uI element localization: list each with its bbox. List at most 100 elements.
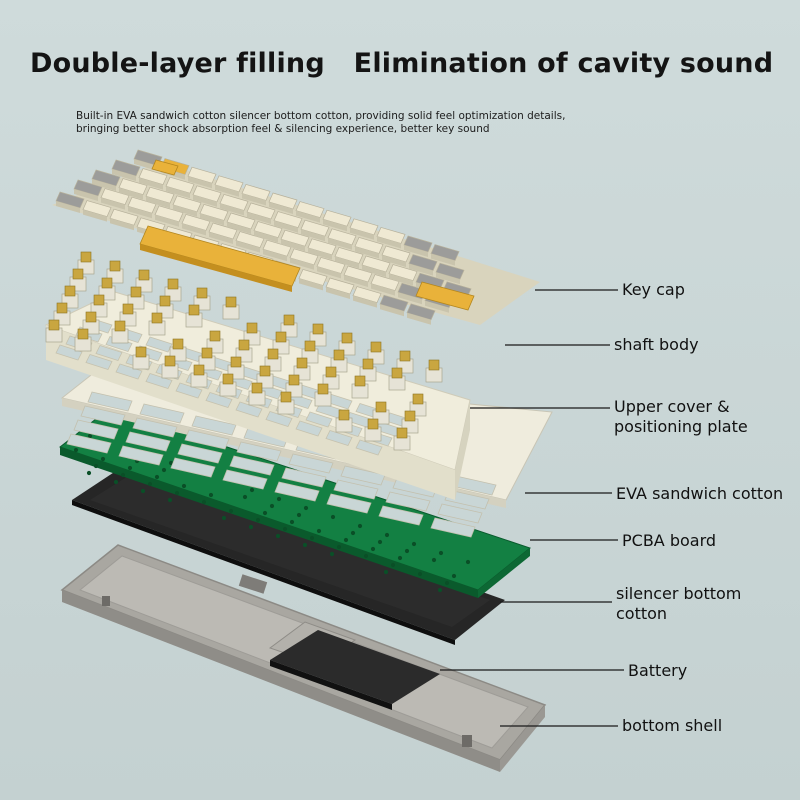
- pcb-hole: [418, 572, 422, 576]
- pcb-hole: [162, 468, 166, 472]
- pcb-hole: [466, 560, 470, 564]
- pcb-hole: [303, 543, 307, 547]
- switch-stem: [168, 279, 178, 289]
- leader-lines: [440, 290, 624, 726]
- switch-stem: [342, 333, 352, 343]
- pcb-hole: [398, 556, 402, 560]
- switch-stem: [194, 365, 204, 375]
- label-silencer-cotton: silencer bottom cotton: [616, 584, 741, 624]
- pcb-hole: [121, 473, 125, 477]
- label-silencer-line1: silencer bottom: [616, 584, 741, 604]
- pcb-hole: [277, 497, 281, 501]
- switch-stem: [49, 320, 59, 330]
- switch-stem: [136, 347, 146, 357]
- pcb-hole: [384, 570, 388, 574]
- switch-stem: [281, 392, 291, 402]
- switch-stem: [413, 394, 423, 404]
- pcb-hole: [304, 506, 308, 510]
- switch-stem: [223, 374, 233, 384]
- switch-stem: [400, 351, 410, 361]
- pcb-hole: [290, 520, 294, 524]
- switch-stem: [197, 288, 207, 298]
- switch-stem: [226, 297, 236, 307]
- pcb-hole: [270, 504, 274, 508]
- switch-stem: [326, 367, 336, 377]
- pcb-hole: [155, 475, 159, 479]
- switch-stem: [297, 358, 307, 368]
- pcb-hole: [175, 491, 179, 495]
- pcb-hole: [330, 552, 334, 556]
- switch-stem: [65, 286, 75, 296]
- pcb-hole: [209, 493, 213, 497]
- pcb-hole: [405, 549, 409, 553]
- pcb-hole: [256, 518, 260, 522]
- switch-stem: [152, 313, 162, 323]
- switch-stem: [334, 350, 344, 360]
- switch-stem: [318, 384, 328, 394]
- pcb-hole: [114, 480, 118, 484]
- switch-stem: [73, 269, 83, 279]
- switch: [223, 297, 239, 319]
- switch-stem: [239, 340, 249, 350]
- switch-stem: [429, 360, 439, 370]
- switch-stem: [376, 402, 386, 412]
- switch-stem: [139, 270, 149, 280]
- pcb-hole: [276, 534, 280, 538]
- pcb-hole: [412, 542, 416, 546]
- switch-stem: [260, 366, 270, 376]
- switch-stem: [202, 348, 212, 358]
- switch-stem: [313, 324, 323, 334]
- switch-stem: [160, 296, 170, 306]
- switch-stem: [94, 295, 104, 305]
- switch-stem: [368, 419, 378, 429]
- pcb-hole: [87, 471, 91, 475]
- switch-stem: [173, 339, 183, 349]
- label-upper-cover: Upper cover & positioning plate: [614, 397, 748, 437]
- pcb-hole: [385, 533, 389, 537]
- pcb-hole: [297, 513, 301, 517]
- pcb-hole: [378, 540, 382, 544]
- switch-stem: [247, 323, 257, 333]
- pcb-hole: [439, 551, 443, 555]
- switch-stem: [131, 287, 141, 297]
- switch-stem: [252, 383, 262, 393]
- pcb-hole: [358, 524, 362, 528]
- label-key-cap: Key cap: [622, 280, 685, 300]
- switch-stem: [189, 305, 199, 315]
- pcb-hole: [310, 536, 314, 540]
- pcb-hole: [351, 531, 355, 535]
- pcb-hole: [202, 500, 206, 504]
- pcb-hole: [432, 558, 436, 562]
- pcb-hole: [182, 484, 186, 488]
- switch: [426, 360, 442, 382]
- label-silencer-line2: cotton: [616, 604, 741, 624]
- switch-stem: [276, 332, 286, 342]
- switch-stem: [123, 304, 133, 314]
- switch-stem: [78, 329, 88, 339]
- pcb-hole: [250, 488, 254, 492]
- pcb-hole: [283, 527, 287, 531]
- switch-stem: [392, 368, 402, 378]
- label-eva-cotton: EVA sandwich cotton: [616, 484, 783, 504]
- pcb-hole: [331, 515, 335, 519]
- label-bottom-shell: bottom shell: [622, 716, 722, 736]
- switch-stem: [268, 349, 278, 359]
- pcb-hole: [229, 509, 233, 513]
- switch-stem: [115, 321, 125, 331]
- switch-stem: [81, 252, 91, 262]
- pcb-hole: [249, 525, 253, 529]
- switch-stem: [339, 410, 349, 420]
- switch-stem: [284, 315, 294, 325]
- pcb-hole: [243, 495, 247, 499]
- switch-stem: [110, 261, 120, 271]
- switch-stem: [57, 303, 67, 313]
- switch-stem: [397, 428, 407, 438]
- pcb-hole: [452, 574, 456, 578]
- pcb-hole: [74, 448, 78, 452]
- label-upper-cover-line1: Upper cover &: [614, 397, 748, 417]
- switch-stem: [405, 411, 415, 421]
- switch-stem: [363, 359, 373, 369]
- pcb-hole: [438, 588, 442, 592]
- pcb-hole: [371, 547, 375, 551]
- switch-stem: [289, 375, 299, 385]
